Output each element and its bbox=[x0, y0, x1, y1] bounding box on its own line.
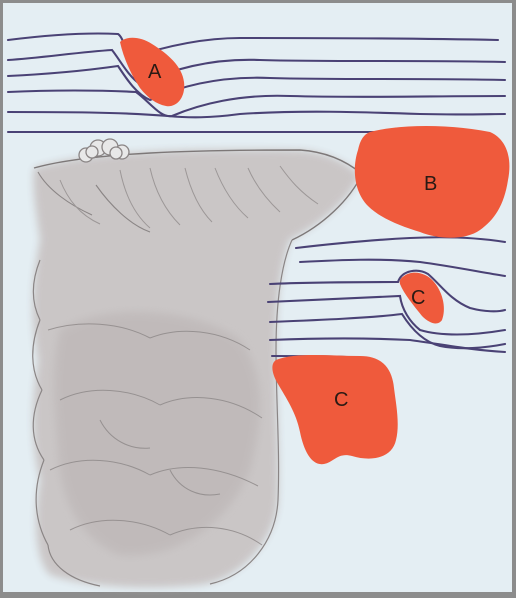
region-a-label: A bbox=[148, 61, 162, 83]
region-c-upper-label: C bbox=[411, 287, 425, 309]
region-b-label: B bbox=[424, 173, 437, 195]
region-c-lower-label: C bbox=[334, 389, 348, 411]
